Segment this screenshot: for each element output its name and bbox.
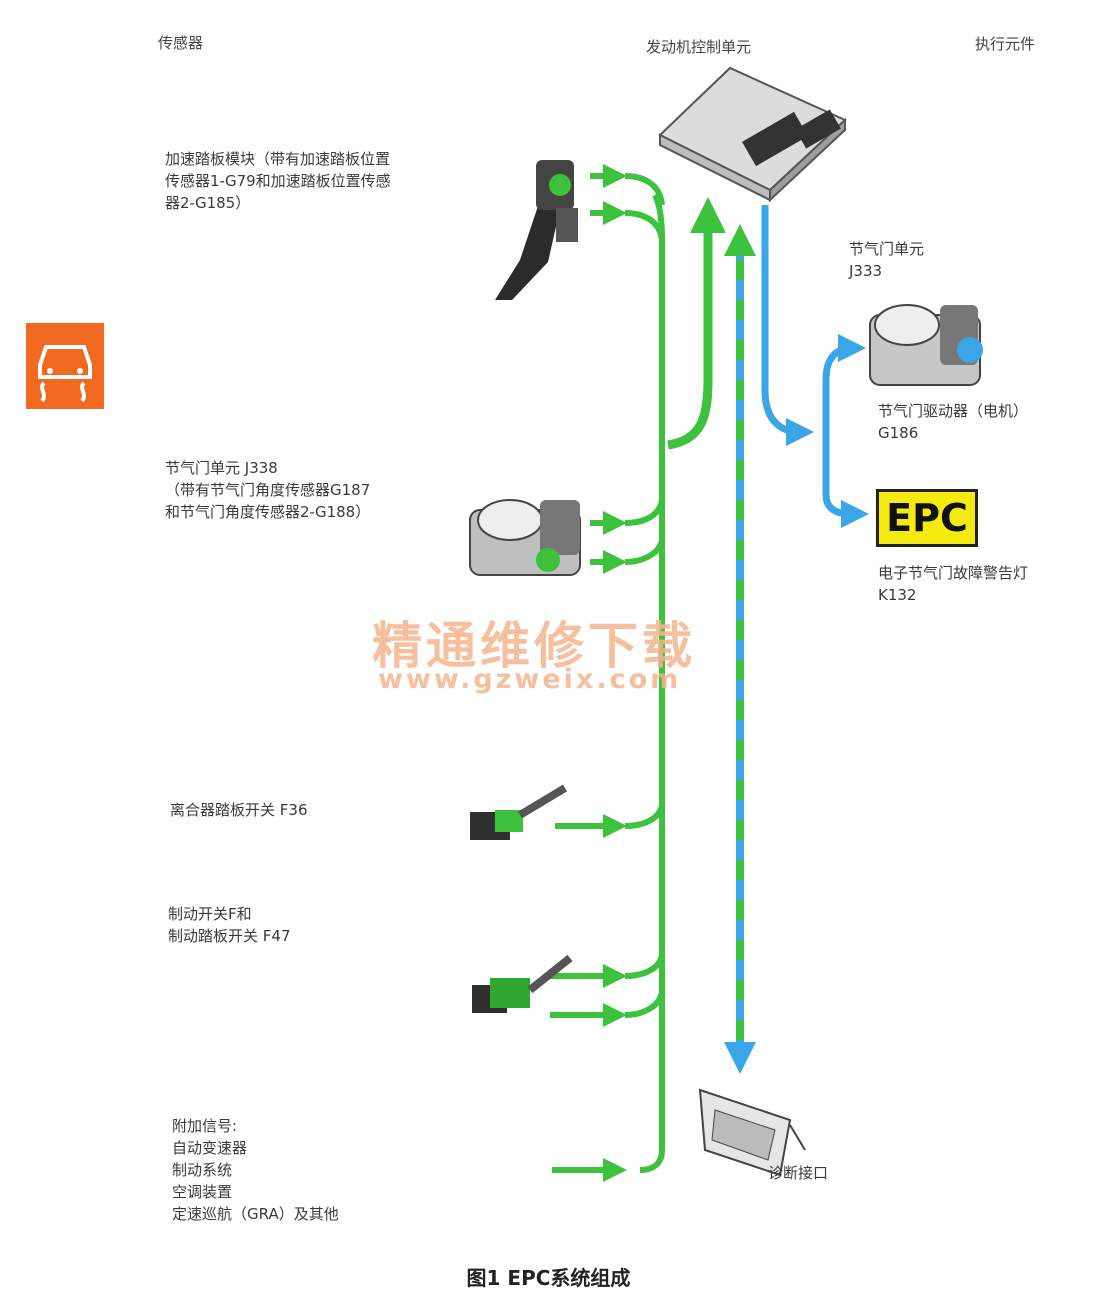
ecu-header: 发动机控制单元 <box>646 38 752 56</box>
epc-lamp: EPC <box>876 489 978 547</box>
car-skid-icon <box>38 345 92 403</box>
throttle-link-2 <box>624 539 665 565</box>
actuators-header: 执行元件 <box>975 35 1036 53</box>
clutch-switch <box>470 784 568 840</box>
brake-switch <box>472 954 573 1013</box>
ecu-input-arrow <box>667 197 726 450</box>
pedal-link-2 <box>624 210 665 241</box>
epc-lamp-label: 电子节气门故障警告灯 K132 <box>878 564 1029 604</box>
throttle-drive-label: 节气门驱动器（电机） G186 <box>878 402 1029 442</box>
throttle-unit-j333 <box>869 304 983 386</box>
sensors-header: 传感器 <box>158 34 204 52</box>
clutch-switch-label: 离合器踏板开关 F36 <box>170 801 308 819</box>
skid-warning-icon <box>26 323 104 409</box>
input-arrows <box>550 164 627 1182</box>
pedal-link-1 <box>624 173 665 206</box>
brake-link-1 <box>624 954 665 979</box>
clutch-link <box>624 804 665 829</box>
diagnostic-connector <box>698 1088 806 1177</box>
accelerator-pedal <box>495 160 578 300</box>
brake-link-2 <box>624 991 665 1018</box>
watermark-url: www.gzweix.com <box>378 664 682 695</box>
throttle-unit-label: 节气门单元 J333 <box>849 240 925 280</box>
ecu-unit <box>658 66 847 203</box>
pedal-module-label: 加速踏板模块（带有加速踏板位置 传感器1-G79和加速踏板位置传感 器2-G18… <box>165 150 391 212</box>
throttle-j338-label: 节气门单元 J338 （带有节气门角度传感器G187 和节气门角度传感器2-G1… <box>165 459 371 521</box>
brake-switch-label: 制动开关F和 制动踏板开关 F47 <box>168 905 291 945</box>
ecu-output-line <box>761 205 814 446</box>
actuator-branch <box>822 344 853 518</box>
throttle-body-j338 <box>469 499 581 576</box>
figure-caption: 图1 EPC系统组成 <box>466 1266 631 1290</box>
sensor-bus-line <box>639 193 665 1173</box>
extra-signals-label: 附加信号: 自动变速器 制动系统 空调装置 定速巡航（GRA）及其他 <box>172 1117 339 1223</box>
watermark-text: 精通维修下载 <box>372 616 696 675</box>
throttle-link-1 <box>624 499 665 526</box>
diag-port-label: 诊断接口 <box>768 1164 829 1182</box>
